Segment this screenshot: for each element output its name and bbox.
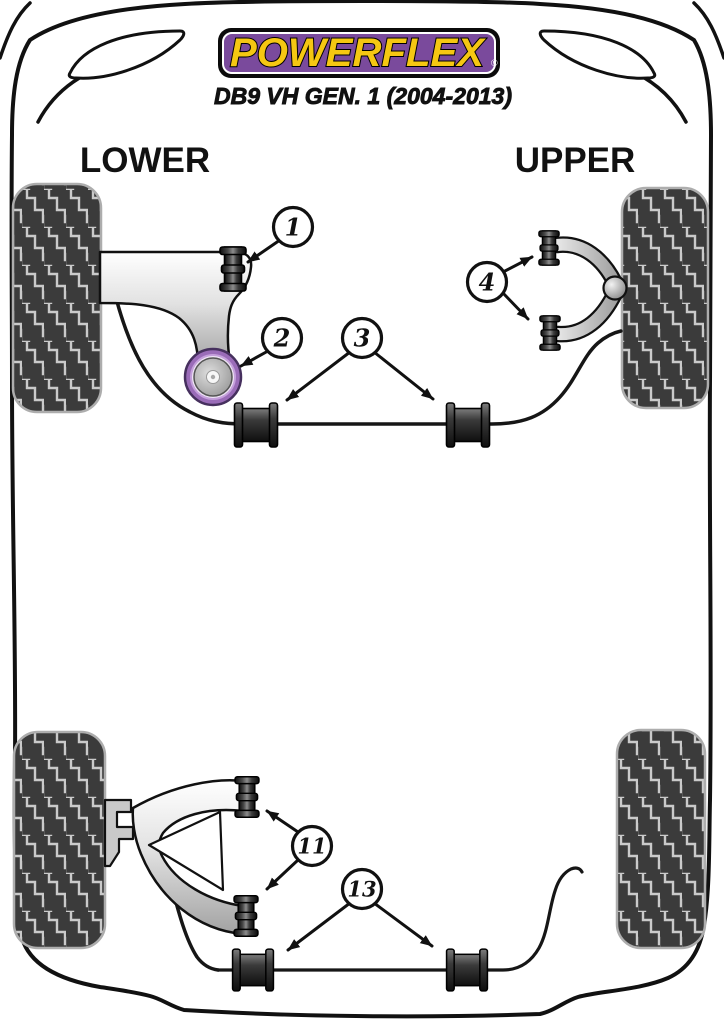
callout-13-arrow-right [372,901,434,948]
front-lower-arm-front-bush [219,246,247,292]
front-arb-bush-left [233,402,279,448]
callout-3-number: 3 [354,324,371,353]
powerflex-logo-text: POWERFLEX [230,31,486,75]
rear-wishbone-cutout [147,810,225,892]
callout-3-circle [340,316,384,360]
upper-ball-joint [602,275,628,301]
front-anti-roll-bar [114,296,623,448]
rear-arb-bush-right [445,948,489,992]
upper-arm-front-bush [538,230,560,266]
rear-arm-front-bush [234,776,260,818]
headlight-left [67,29,186,80]
tire-front-left [11,182,103,414]
callout-13: 13 [286,867,434,952]
body-outline-path [9,0,713,1019]
tire-rear-right [615,728,707,950]
tire-front-right [620,186,710,410]
callout-13-arrow-left [286,901,352,952]
rear-arb-bush-left [231,948,275,992]
front-upper-wishbone [538,230,628,351]
callout-2: 2 [239,316,304,368]
headlight-right [538,29,657,80]
front-lower-arm-rear-bush-purple [183,347,243,407]
callout-11-number: 11 [297,834,326,859]
rear-arb-path [216,866,584,972]
callout-1-arrow [246,238,282,264]
callout-4-circle [465,260,509,304]
model-title: DB9 VH GEN. 1 (2004-2013) [214,83,512,109]
callouts: 1 2 3 4 11 13 [239,205,534,952]
callout-13-circle [340,867,384,911]
front-lower-arm-body [98,250,253,368]
upper-arm-top [551,238,621,289]
powerflex-logo-plate [222,32,496,74]
rear-arm-rear-bush [233,895,259,937]
callout-11: 11 [265,809,334,891]
header: POWERFLEX ® DB9 VH GEN. 1 (2004-2013) LO… [80,28,635,180]
callout-4: 4 [465,255,534,321]
callout-2-number: 2 [273,324,291,353]
callout-3: 3 [285,316,435,402]
callout-11-circle [290,824,334,868]
rear-arb-drop-link [169,882,220,972]
rear-anti-roll-bar [169,866,584,992]
callout-11-arrow-top [265,809,300,834]
rear-knuckle [103,798,135,868]
rear-lower-wishbone [103,776,260,937]
callout-13-number: 13 [347,877,376,902]
callout-3-arrow-left [285,350,352,402]
upper-arm-bottom [552,287,621,341]
cowl-arc-right [692,1,724,60]
callout-4-arrow-bottom [500,290,530,321]
front-arb-bush-right [445,402,491,448]
callout-1-number: 1 [285,213,302,242]
purple-bush-center-dot [210,374,216,380]
cowl-arc-left [0,1,32,60]
callout-1: 1 [246,205,315,264]
callout-3-arrow-right [372,350,435,401]
label-lower: LOWER [80,141,210,180]
callout-2-circle [260,316,304,360]
registered-mark: ® [491,58,498,68]
callout-4-arrow-top [501,255,534,274]
upper-arm-rear-bush [539,315,561,351]
front-lower-arm [98,246,253,407]
callout-1-circle [271,205,315,249]
callout-2-arrow [239,349,270,368]
front-arb-path [114,296,623,426]
label-upper: UPPER [515,141,636,180]
callout-4-number: 4 [479,268,496,297]
callout-11-arrow-bottom [265,858,300,891]
tire-rear-left [12,730,107,950]
